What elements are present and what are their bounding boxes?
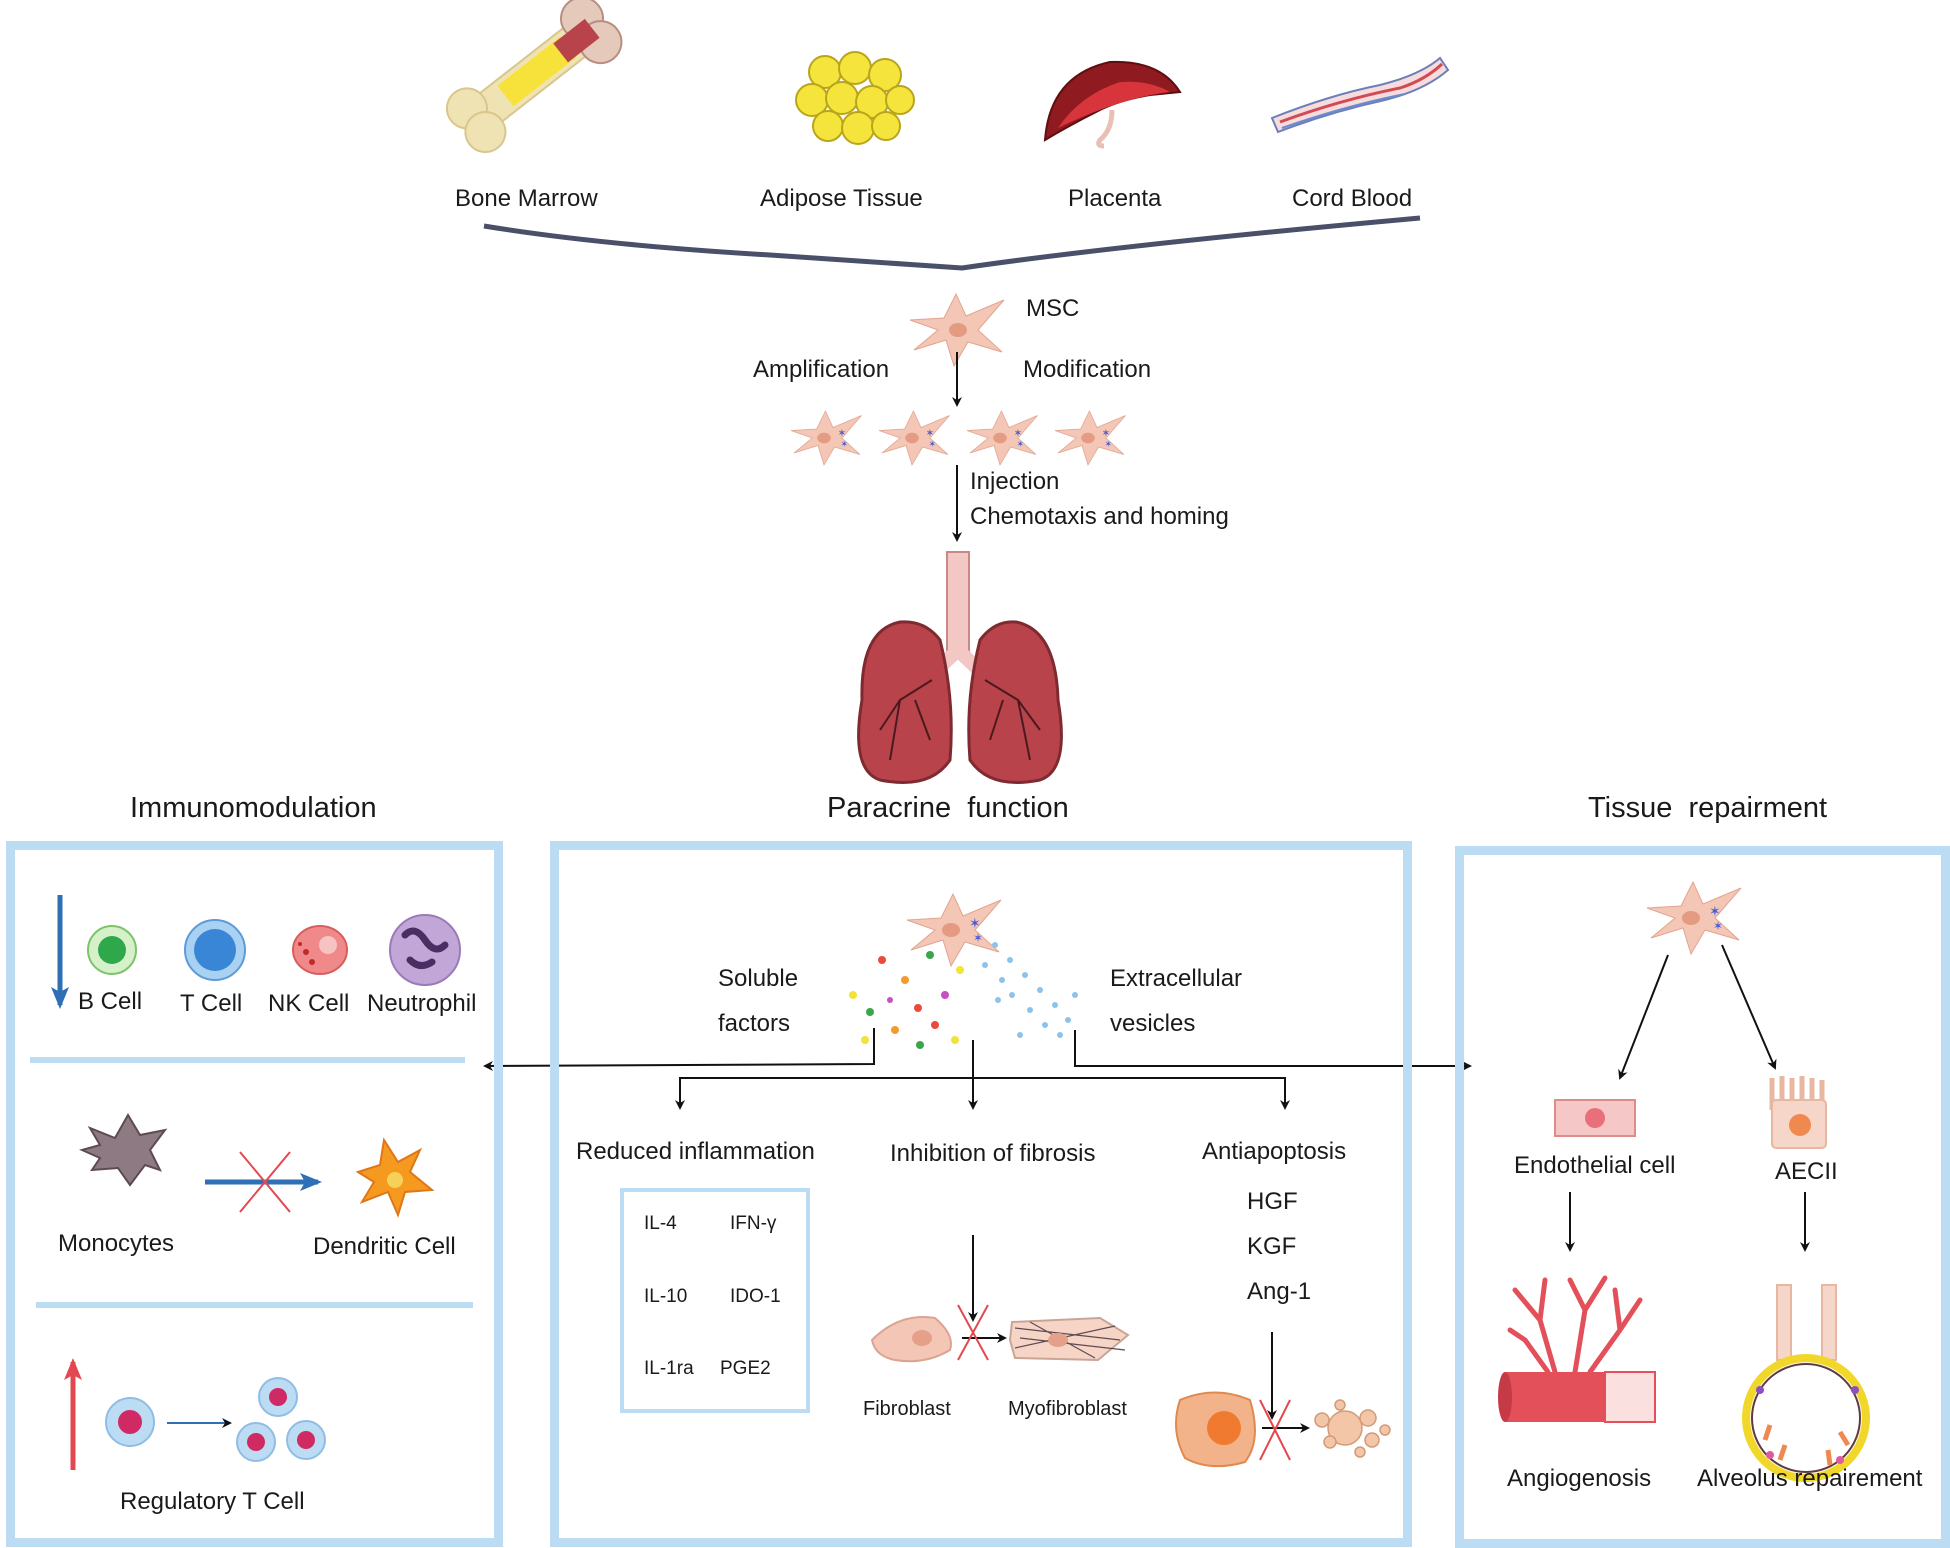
growth-factor-hgf: HGF (1247, 1188, 1298, 1215)
cytokine-ifng: IFN-γ (730, 1213, 777, 1234)
cytokine-il1ra: IL-1ra (644, 1358, 694, 1379)
cytokine-ido1: IDO-1 (730, 1286, 781, 1307)
monocytes-label: Monocytes (58, 1230, 175, 1257)
block-cross-2 (957, 1304, 989, 1361)
fibroblast-icon (870, 1316, 952, 1363)
reduced-inflammation-label: Reduced inflammation (576, 1138, 815, 1165)
msc-label: MSC (1026, 295, 1080, 322)
cord-blood-icon (1270, 56, 1450, 134)
nk-cell-icon (292, 925, 348, 975)
bone-marrow-icon (445, 0, 623, 154)
factors-label: factors (718, 1010, 791, 1037)
vesicle-dots (982, 942, 1078, 1038)
cytokine-pge2: PGE2 (720, 1358, 771, 1379)
cytokine-il10: IL-10 (644, 1286, 688, 1307)
amplification-label: Amplification (753, 356, 890, 383)
neutrophil-label: Neutrophil (367, 990, 477, 1017)
alveolus-icon (1742, 1284, 1870, 1482)
extracellular-label: Extracellular (1110, 965, 1243, 992)
sources-brace (483, 215, 1421, 271)
healthy-cell-icon (1175, 1391, 1256, 1468)
neutrophil-icon (389, 914, 461, 986)
to-immuno-arrow (483, 1028, 875, 1071)
fibroblast-label: Fibroblast (863, 1398, 951, 1420)
aecii-icon (1769, 1076, 1827, 1149)
b-cell-icon (87, 925, 137, 975)
endothelial-label: Endothelial cell (1514, 1152, 1676, 1179)
angiogenesis-label: Angiogenosis (1507, 1465, 1652, 1492)
b-cell-label: B Cell (78, 988, 143, 1015)
fibrosis-label: Inhibition of fibrosis (890, 1140, 1096, 1167)
cytokine-box (620, 1188, 810, 1413)
adipose-tissue-icon (795, 51, 915, 145)
dendritic-cell-label: Dendritic Cell (313, 1233, 456, 1260)
tissue-repair-title: Tissue repairment (1588, 792, 1828, 824)
cord-blood-label: Cord Blood (1292, 185, 1413, 212)
modification-label: Modification (1023, 356, 1152, 383)
to-endothelial-arrow (1618, 954, 1669, 1080)
soluble-label: Soluble (718, 965, 799, 992)
myofibroblast-icon (1008, 1316, 1130, 1362)
monocyte-icon (79, 1113, 168, 1187)
block-cross-1 (239, 1151, 291, 1213)
vesicles-label: vesicles (1110, 1010, 1196, 1037)
t-cell-icon (184, 919, 246, 981)
endothelial-cell-icon (1554, 1099, 1636, 1137)
tissue-repair-panel (1455, 846, 1950, 1548)
injection-label: Injection (970, 468, 1060, 495)
homing-label: Chemotaxis and homing (970, 503, 1229, 530)
cytokine-il4: IL-4 (644, 1213, 677, 1234)
angiogenesis-icon (1498, 1275, 1656, 1423)
modified-msc-4 (1054, 410, 1126, 466)
soluble-factor-dots (849, 951, 964, 1049)
immunomodulation-title: Immunomodulation (130, 792, 377, 824)
placenta-icon (1043, 60, 1182, 149)
to-repair-arrow (1074, 1030, 1472, 1071)
modified-msc-2 (878, 410, 950, 466)
immunomodulation-panel (6, 841, 503, 1547)
paracrine-title: Paracrine function (827, 792, 1069, 824)
adipose-tissue-label: Adipose Tissue (760, 185, 923, 212)
modified-msc-3 (966, 410, 1038, 466)
modified-msc-1 (790, 410, 862, 466)
aecii-label: AECII (1775, 1158, 1838, 1185)
regulatory-t-cell-icon (105, 1377, 326, 1462)
to-aecii-arrow (1721, 944, 1777, 1070)
growth-factor-kgf: KGF (1247, 1233, 1297, 1260)
lungs-icon (857, 551, 1063, 784)
dendritic-cell-icon (355, 1137, 435, 1218)
block-cross-3 (1259, 1399, 1291, 1461)
growth-factor-ang1: Ang-1 (1247, 1278, 1312, 1305)
apoptotic-cell-icon (1314, 1399, 1391, 1458)
bone-marrow-label: Bone Marrow (455, 185, 598, 212)
regulatory-t-cell-label: Regulatory T Cell (120, 1488, 305, 1515)
myofibroblast-label: Myofibroblast (1008, 1398, 1127, 1420)
nk-cell-label: NK Cell (268, 990, 350, 1017)
paracrine-panel (550, 841, 1412, 1547)
alveolus-label: Alveolus repairement (1697, 1465, 1923, 1492)
antiapoptosis-label: Antiapoptosis (1202, 1138, 1347, 1165)
placenta-label: Placenta (1068, 185, 1162, 212)
t-cell-label: T Cell (180, 990, 243, 1017)
